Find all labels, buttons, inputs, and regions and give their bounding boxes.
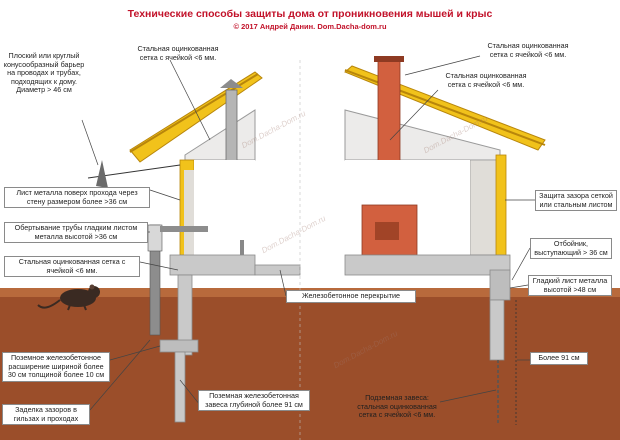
label-floor-slab: Железобетонное перекрытие — [286, 290, 416, 303]
label-cone-barrier: Плоский или круглый конусообразный барье… — [3, 51, 85, 95]
left-wall-facing — [184, 170, 194, 255]
label-metal-sheet-passage: Лист металла поверх прохода через стену … — [4, 187, 150, 209]
left-ground-widening — [159, 339, 199, 353]
label-mesh-right-inner: Стальная оцинкованная сетка с ячейкой <6… — [445, 71, 527, 89]
right-foundation — [489, 299, 505, 361]
label-mesh-left-mid: Стальная оцинкованная сетка с ячейкой <6… — [4, 256, 140, 278]
label-mesh-left-top: Стальная оцинкованная сетка с ячейкой <6… — [137, 44, 219, 62]
cone-barrier — [96, 160, 108, 188]
label-underground-curtain-concrete: Поземная железобетонная завеса глубиной … — [198, 390, 310, 412]
right-wall — [469, 159, 501, 256]
left-interior — [194, 160, 255, 255]
chimney-cap — [374, 56, 404, 62]
chimney-icon — [220, 79, 243, 88]
label-ground-widening: Поземное железобетонное расширение ширин… — [2, 352, 110, 382]
left-floor-slab — [169, 254, 256, 276]
copyright-line: © 2017 Андрей Данин. Dom.Dacha-dom.ru — [233, 22, 387, 31]
pipe-wrap-sheet — [147, 224, 163, 252]
stove-door-redraw — [375, 222, 399, 240]
label-mesh-right-top: Стальная оцинкованная сетка с ячейкой <6… — [487, 41, 569, 59]
label-offset: Отбойник, выступающий > 36 см — [530, 238, 612, 260]
leader-lines — [81, 55, 535, 411]
right-offset — [489, 269, 511, 301]
stove-icon-redraw — [361, 204, 418, 256]
label-underground-curtain-mesh: Подземная завеса: стальная оцинкованная … — [357, 393, 437, 420]
label-gap-protection: Защита зазора сеткой или стальным листом — [535, 190, 617, 212]
right-wall-insulation — [495, 154, 507, 256]
page-title: Технические способы защиты дома от прони… — [127, 8, 493, 20]
left-slab-extension — [254, 264, 301, 276]
left-curtain — [174, 351, 186, 423]
label-sleeve-gaps: Заделка зазоров в гильзах и проходах — [2, 404, 90, 426]
label-pipe-wrap: Обертывание трубы гладким листом металла… — [4, 222, 148, 244]
pipe-horizontal — [160, 226, 208, 232]
rat-icon — [37, 284, 100, 311]
label-depth-91: Более 91 см — [530, 352, 588, 365]
left-post-1 — [240, 240, 244, 255]
label-smooth-sheet: Гладкий лист металла высотой >48 см — [528, 275, 612, 297]
right-floor-slab — [344, 254, 511, 276]
